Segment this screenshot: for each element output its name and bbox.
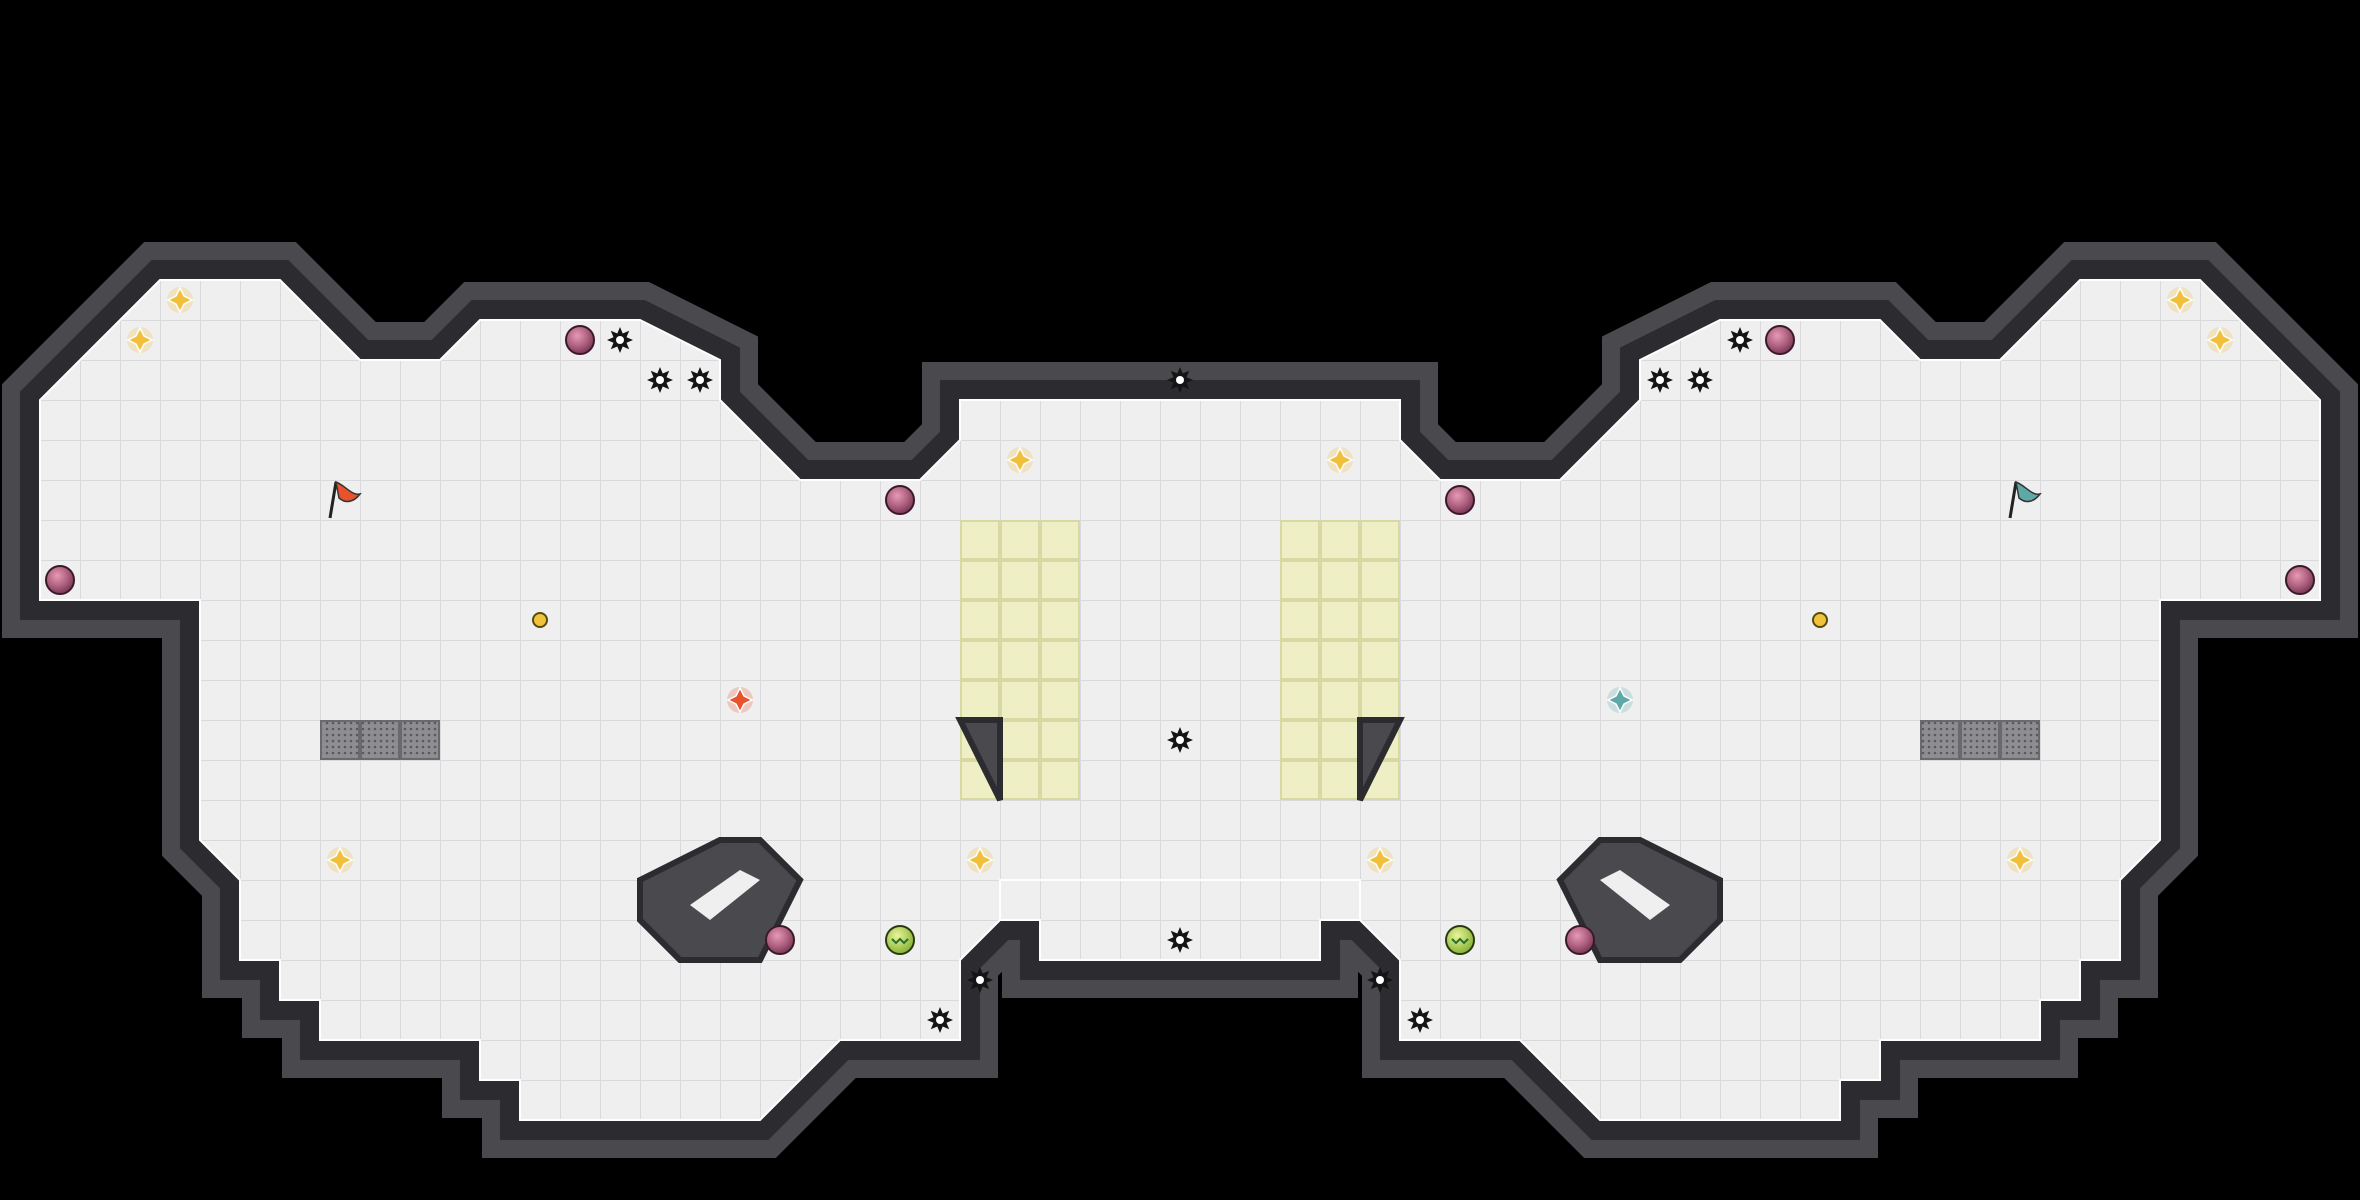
spike-icon: [607, 327, 633, 353]
grate-tiles: [320, 720, 2040, 760]
spike-icon: [687, 367, 713, 393]
wall-gap: [1600, 870, 1670, 920]
bomb-icon: [1565, 925, 1595, 955]
yellow-boost-icon: [326, 846, 354, 874]
spike-icon: [647, 367, 673, 393]
yellow-boost-icon: [1006, 446, 1034, 474]
yellow-boost-icon: [966, 846, 994, 874]
bomb-icon: [765, 925, 795, 955]
spike-icon: [1687, 367, 1713, 393]
floor-area: [39, 279, 2321, 1121]
spike-icon: [967, 967, 993, 993]
grate-tile: [320, 720, 440, 760]
yellow-boost-icon: [2166, 286, 2194, 314]
bomb-icon: [45, 565, 75, 595]
spike-icon: [1727, 327, 1753, 353]
bomb-icon: [1765, 325, 1795, 355]
bomb-icon: [885, 485, 915, 515]
yellow-boost-icon: [1326, 446, 1354, 474]
portal-icon: [1812, 612, 1828, 628]
grate-tile: [1920, 720, 2040, 760]
spike-icon: [1167, 367, 1193, 393]
yellow-boost-icon: [2006, 846, 2034, 874]
powerup-icon: [1445, 925, 1475, 955]
bomb-icon: [565, 325, 595, 355]
yellow-boost-icon: [166, 286, 194, 314]
portal-icon: [532, 612, 548, 628]
blue-flag-icon: [2008, 480, 2042, 519]
inner-wall-block: [955, 717, 1003, 802]
spike-icon: [1167, 727, 1193, 753]
bomb-icon: [1445, 485, 1475, 515]
inner-wall-block: [1357, 717, 1405, 802]
yellow-gate-zone: [1280, 520, 1400, 800]
spike-icon: [1647, 367, 1673, 393]
blue-team-boost-icon: [1606, 686, 1634, 714]
yellow-boost-icon: [2206, 326, 2234, 354]
spike-icon: [1167, 927, 1193, 953]
wall-gap: [690, 870, 760, 920]
map-items: [45, 286, 2315, 1033]
gate-zones: [960, 520, 1400, 800]
red-flag-icon: [328, 480, 362, 519]
yellow-boost-icon: [1366, 846, 1394, 874]
yellow-boost-icon: [126, 326, 154, 354]
bomb-icon: [2285, 565, 2315, 595]
spike-icon: [927, 1007, 953, 1033]
spike-icon: [1367, 967, 1393, 993]
spike-icon: [1407, 1007, 1433, 1033]
inner-walls: [637, 717, 1723, 963]
red-team-boost-icon: [726, 686, 754, 714]
powerup-icon: [885, 925, 915, 955]
arena-floor: [39, 279, 2321, 1121]
